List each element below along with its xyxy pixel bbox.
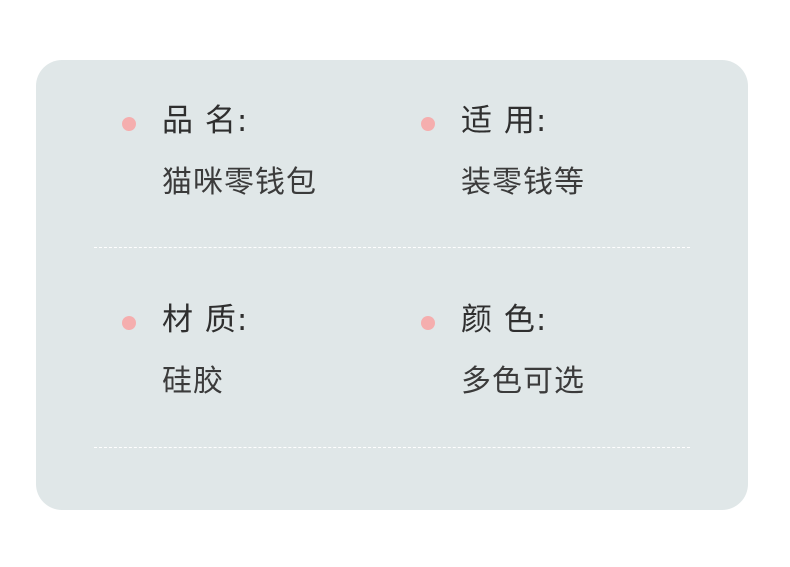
bullet-dot: [421, 117, 435, 131]
spec-value-material: 硅胶: [162, 364, 224, 399]
bullet-dot: [421, 316, 435, 330]
dashed-divider: [94, 247, 690, 248]
spec-label-color: 颜 色:: [461, 302, 548, 338]
bullet-dot: [122, 117, 136, 131]
spec-label-name: 品 名:: [162, 103, 249, 139]
spec-value-color: 多色可选: [461, 364, 585, 399]
spec-item-usage: 适 用: 装零钱等: [421, 103, 681, 237]
product-spec-card: 品 名: 猫咪零钱包 适 用: 装零钱等 材 质: 硅胶 颜 色: 多色可选: [36, 60, 748, 510]
spec-item-name: 品 名: 猫咪零钱包: [122, 103, 382, 237]
spec-label-usage: 适 用:: [461, 103, 548, 139]
spec-item-material: 材 质: 硅胶: [122, 302, 382, 436]
spec-label-material: 材 质:: [162, 302, 249, 338]
spec-value-usage: 装零钱等: [461, 165, 585, 200]
bullet-dot: [122, 316, 136, 330]
spec-value-name: 猫咪零钱包: [162, 165, 317, 200]
dashed-divider: [94, 447, 690, 448]
spec-item-color: 颜 色: 多色可选: [421, 302, 681, 436]
